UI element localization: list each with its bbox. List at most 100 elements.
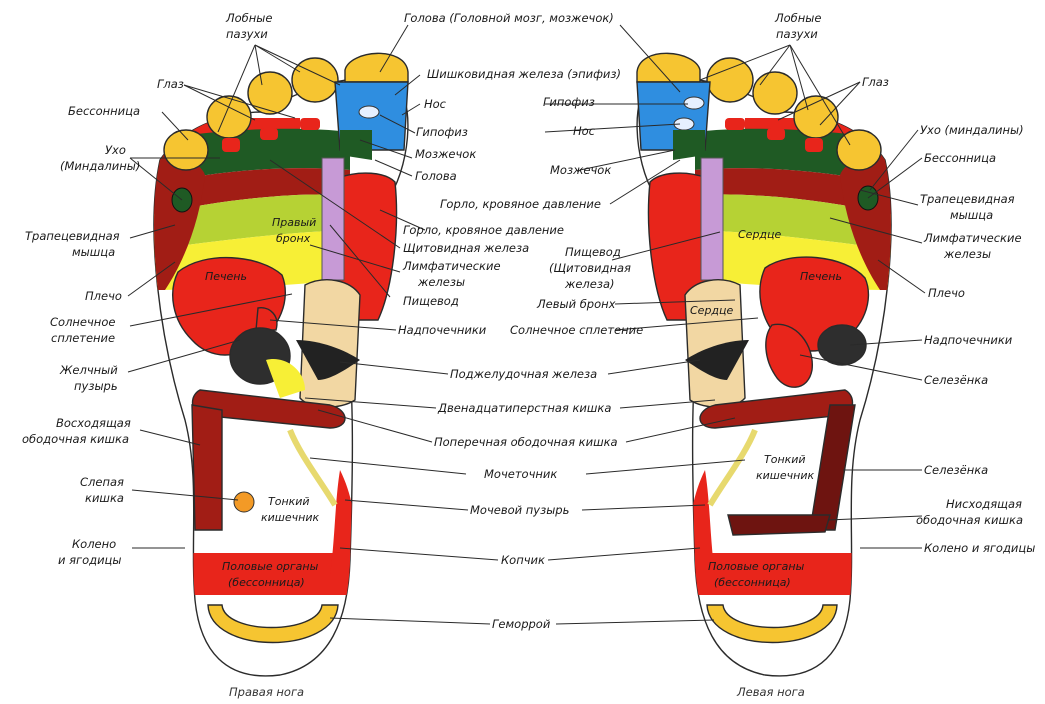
label-frontal-sinus-left-2: пазухи <box>776 27 818 41</box>
zone-label-small-int-left-2: кишечник <box>756 469 814 482</box>
label-insomnia-right: Бессонница <box>68 104 140 118</box>
label-bladder: Мочевой пузырь <box>470 503 569 517</box>
label-solar-left: Солнечное сплетение <box>510 323 643 337</box>
label-insomnia-left: Бессонница <box>924 151 996 165</box>
label-esophagus-left-1: Пищевод <box>565 245 621 259</box>
toe-2-left <box>707 58 753 102</box>
zone-label-genitals-left-1: Половые органы <box>708 560 805 573</box>
zone-label-genitals-left-2: (бессонница) <box>714 576 791 589</box>
big-toe-top-right <box>345 53 408 82</box>
label-eye-right: Глаз <box>157 77 184 91</box>
label-pituitary-left: Гипофиз <box>543 95 595 109</box>
zone-label-small-int-right-1: Тонкий <box>268 495 310 508</box>
label-head-right: Голова <box>415 169 457 183</box>
label-nose-left: Нос <box>573 124 596 138</box>
ascending-colon-right <box>192 405 222 530</box>
esophagus-lilac-left <box>701 158 723 280</box>
pituitary-dot-right <box>359 106 379 118</box>
bronchus-lilac-right <box>322 158 344 280</box>
zone-label-right-bronchus-2: бронх <box>276 232 311 245</box>
label-ureter: Мочеточник <box>484 467 557 481</box>
toe-3-right <box>248 72 292 114</box>
zone-label-small-int-left-1: Тонкий <box>764 453 806 466</box>
label-esophagus-left-3: железа) <box>564 277 615 291</box>
label-gallbladder-2: пузырь <box>74 379 118 393</box>
toe-2-right <box>292 58 338 102</box>
label-ear-right-2: (Миндалины) <box>60 159 140 173</box>
zone-label-heart-upper: Сердце <box>738 228 782 241</box>
big-toe-top-left <box>637 53 700 82</box>
zone-knee-right <box>150 500 195 580</box>
label-trapezius-right-1: Трапецевидная <box>25 229 120 243</box>
label-solar-right-1: Солнечное <box>50 315 115 329</box>
label-pineal: Шишковидная железа (эпифиз) <box>427 67 621 81</box>
label-caecum-1: Слепая <box>80 475 124 489</box>
zone-label-small-int-right-2: кишечник <box>261 511 319 524</box>
label-lymph-left-1: Лимфатические <box>923 231 1022 245</box>
label-throat-right: Горло, кровяное давление <box>403 223 564 237</box>
label-descending-2: ободочная кишка <box>916 513 1023 527</box>
cerebellum-patch-right <box>340 130 372 160</box>
label-ear-right-1: Ухо <box>105 143 126 157</box>
label-pancreas: Поджелудочная железа <box>450 367 597 381</box>
pituitary-dot-left <box>684 97 704 109</box>
caption-left-foot: Левая нога <box>736 685 805 699</box>
toe-base-blocks-left <box>805 138 823 152</box>
label-transverse: Поперечная ободочная кишка <box>434 435 618 449</box>
zone-label-genitals-right-2: (бессонница) <box>228 576 305 589</box>
label-throat-left: Горло, кровяное давление <box>440 197 601 211</box>
label-ascending-1: Восходящая <box>56 416 131 430</box>
label-duodenum: Двенадцатиперстная кишка <box>437 401 611 415</box>
label-trapezius-left-2: мышца <box>950 208 993 222</box>
label-eye-left: Глаз <box>862 75 889 89</box>
label-frontal-sinus-right-2: пазухи <box>226 27 268 41</box>
label-left-bronchus: Левый бронх <box>536 297 616 311</box>
label-hemorrhoids: Геморрой <box>492 617 551 631</box>
label-adrenals-left: Надпочечники <box>924 333 1013 347</box>
label-adrenals-right: Надпочечники <box>398 323 487 337</box>
toe-4-right <box>207 96 251 138</box>
adrenal-dark-left <box>818 325 866 365</box>
toe-5-right <box>164 130 208 170</box>
label-knee-right-1: Колено <box>72 537 116 551</box>
zone-label-right-bronchus-1: Правый <box>272 216 316 229</box>
label-descending-1: Нисходящая <box>946 497 1022 511</box>
label-lymph-left-2: железы <box>943 247 991 261</box>
label-esophagus-right: Пищевод <box>403 294 459 308</box>
label-pituitary-right: Гипофиз <box>416 125 468 139</box>
label-trapezius-right-2: мышца <box>72 245 115 259</box>
label-ascending-2: ободочная кишка <box>22 432 129 446</box>
label-shoulder-left: Плечо <box>928 286 965 300</box>
label-lymph-right-1: Лимфатические <box>402 259 501 273</box>
zone-knee-left <box>850 500 895 580</box>
label-head-brain: Голова (Головной мозг, мозжечок) <box>404 11 614 25</box>
cerebellum-patch-left <box>673 130 705 160</box>
label-lymph-right-2: железы <box>417 275 465 289</box>
toe-base-blocks-right <box>222 138 240 152</box>
label-coccyx: Копчик <box>501 553 545 567</box>
label-knee-left: Колено и ягодицы <box>924 541 1035 555</box>
zone-label-liver-left: Печень <box>800 270 842 283</box>
zone-label-liver-right: Печень <box>205 270 247 283</box>
label-frontal-sinus-left-1: Лобные <box>774 11 821 25</box>
toe-3-left <box>753 72 797 114</box>
label-shoulder-right: Плечо <box>85 289 122 303</box>
caecum-right <box>234 492 254 512</box>
zone-label-genitals-right-1: Половые органы <box>222 560 319 573</box>
label-knee-right-2: и ягодицы <box>58 553 121 567</box>
label-esophagus-left-2: (Щитовидная <box>549 261 631 275</box>
label-thyroid-right: Щитовидная железа <box>403 241 529 255</box>
caption-right-foot: Правая нога <box>229 685 304 699</box>
label-ear-left: Ухо (миндалины) <box>920 123 1024 137</box>
label-gallbladder-1: Желчный <box>59 363 118 377</box>
zone-label-heart-lower: Сердце <box>690 304 734 317</box>
descending-colon-tail-left <box>728 515 830 535</box>
label-cerebellum-right: Мозжечок <box>415 147 476 161</box>
label-nose-right: Нос <box>424 97 447 111</box>
label-frontal-sinus-right-1: Лобные <box>225 11 272 25</box>
label-solar-right-2: сплетение <box>51 331 115 345</box>
toe-5-left <box>837 130 881 170</box>
label-trapezius-left-1: Трапецевидная <box>920 192 1015 206</box>
label-spleen-1: Селезёнка <box>924 373 988 387</box>
